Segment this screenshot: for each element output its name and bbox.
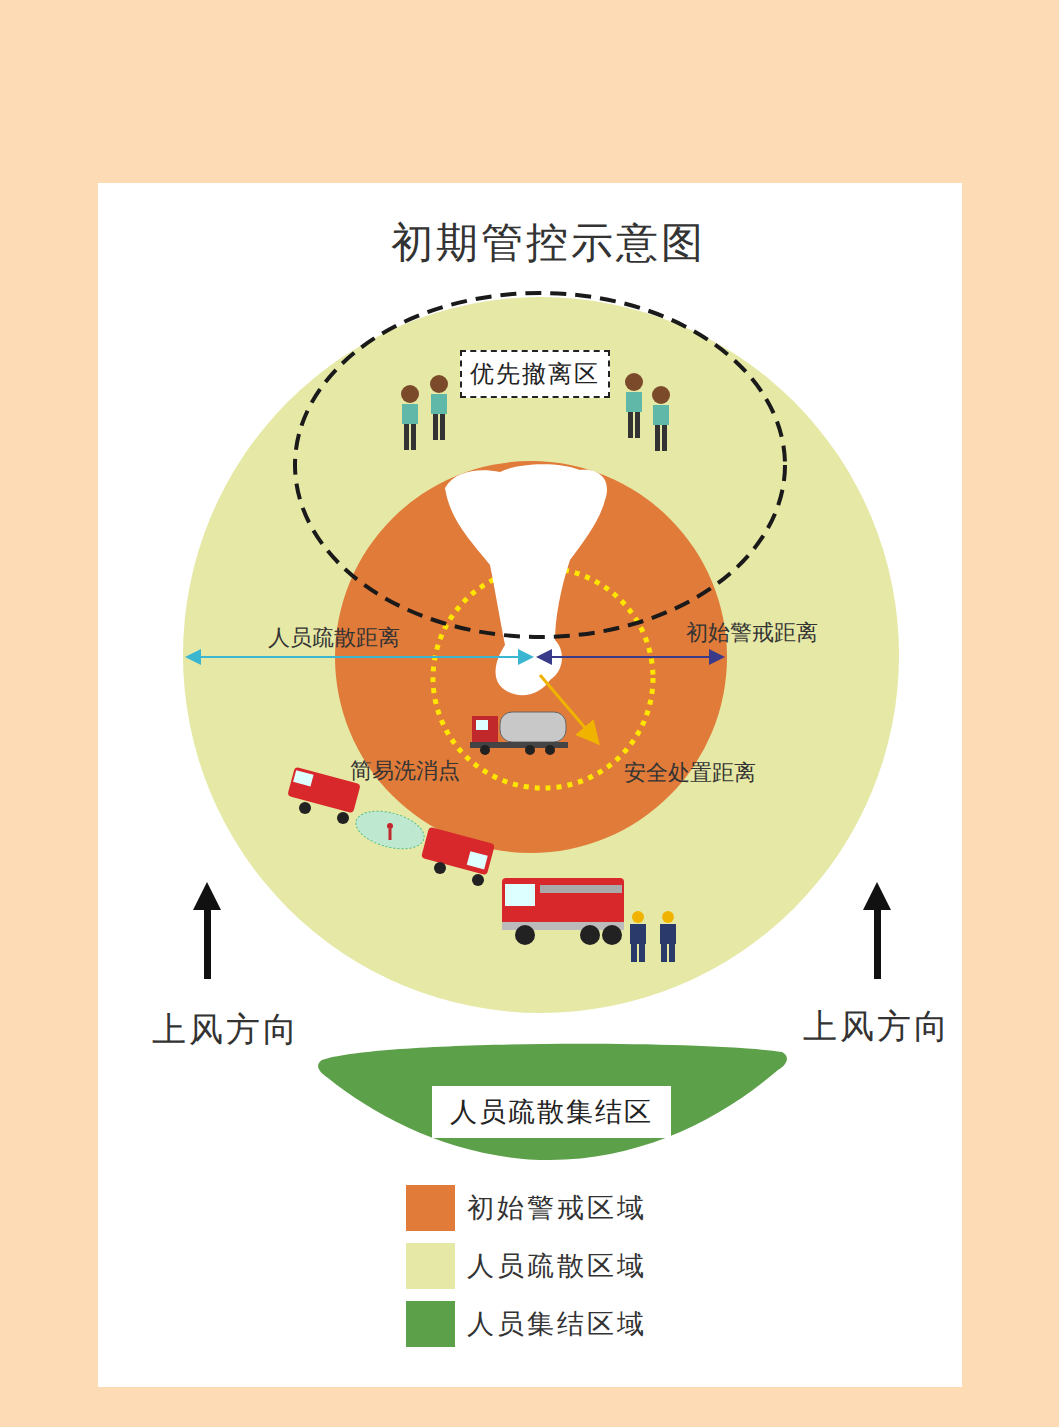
node-text: 人员疏散集结区 (450, 1094, 653, 1130)
evacuation-zone (183, 297, 899, 1013)
smoke-plume (445, 464, 607, 695)
legend-text: 人员疏散区域 (467, 1248, 647, 1284)
evacuation-distance-arrow (187, 656, 532, 658)
legend-row: 人员集结区域 (406, 1301, 647, 1347)
decon-spray (352, 805, 428, 856)
distance-label: 初始警戒距离 (686, 618, 818, 648)
warning-distance-arrow (538, 656, 723, 658)
assembly-box: 人员疏散集结区 (432, 1086, 671, 1138)
wind-label: 上风方向 (803, 1004, 951, 1050)
decon-label: 简易洗消点 (350, 756, 460, 786)
legend-row: 人员疏散区域 (406, 1243, 647, 1289)
wind-label: 上风方向 (152, 1007, 300, 1053)
title: 初期管控示意图 (391, 215, 706, 271)
legend-swatch (406, 1243, 455, 1289)
priority-evacuation-ellipse (295, 293, 785, 637)
priority-zone-box: 优先撤离区 (460, 350, 610, 398)
fire-truck-small-1 (287, 767, 360, 824)
firefighters (630, 911, 676, 962)
legend-text: 人员集结区域 (467, 1306, 647, 1342)
distance-label: 人员疏散距离 (268, 623, 400, 653)
wind-arrows (193, 882, 891, 979)
fire-truck-small-2 (421, 827, 495, 886)
legend-swatch (406, 1301, 455, 1347)
distance-label: 安全处置距离 (624, 758, 756, 788)
assembly-band (318, 1044, 787, 1160)
fire-truck-large (502, 878, 624, 945)
legend-text: 初始警戒区域 (467, 1190, 647, 1226)
legend-swatch (406, 1185, 455, 1231)
node-text: 优先撤离区 (470, 358, 600, 390)
tanker-truck (470, 712, 568, 755)
legend-row: 初始警戒区域 (406, 1185, 647, 1231)
